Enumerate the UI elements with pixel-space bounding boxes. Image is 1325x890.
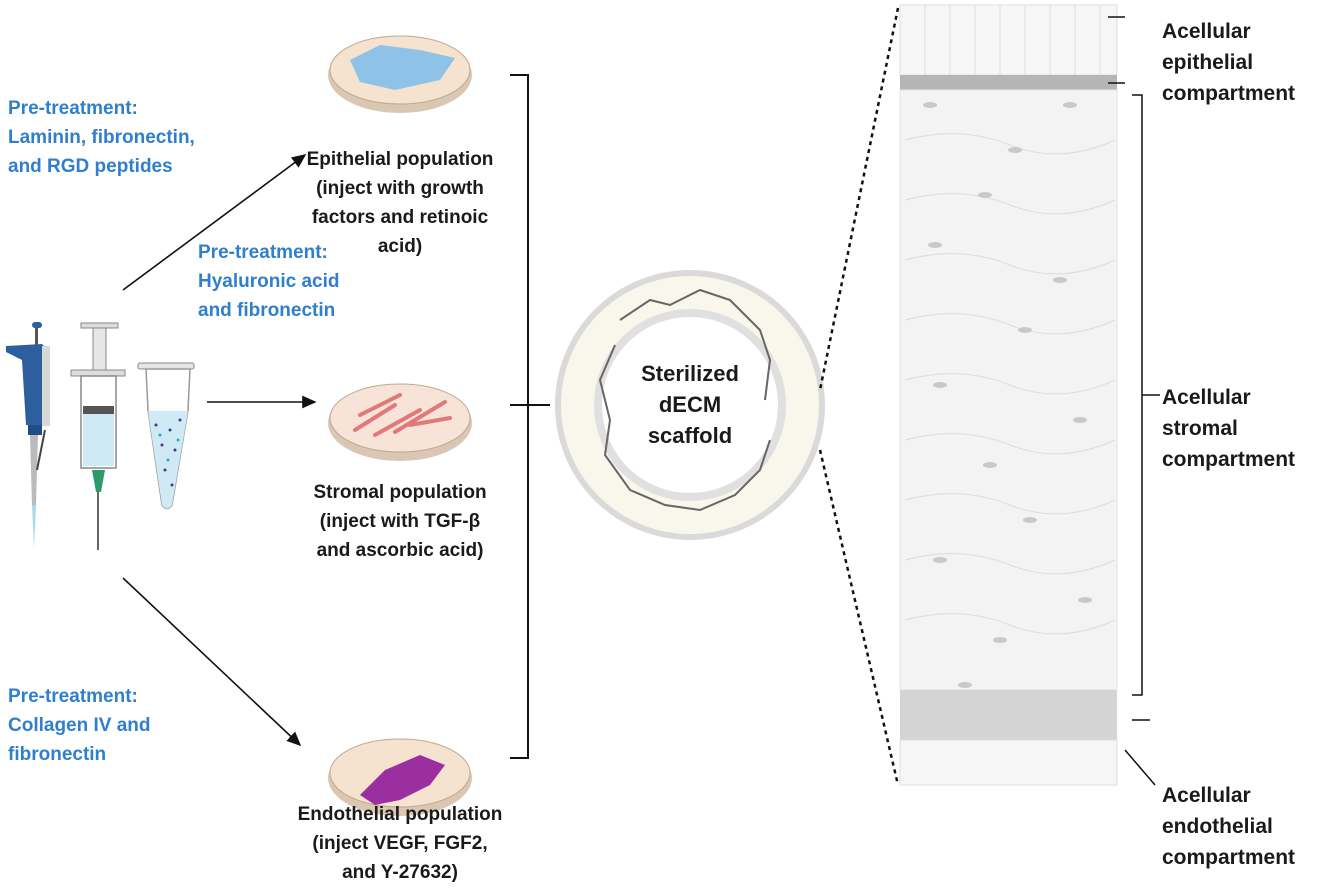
text-line: Acellular bbox=[1162, 784, 1251, 807]
text-line: Acellular bbox=[1162, 386, 1251, 409]
epithelial-compartment-label: Acellular epithelial compartment bbox=[1162, 16, 1295, 109]
text-line: Acellular bbox=[1162, 20, 1251, 43]
syringe-icon bbox=[70, 322, 126, 550]
text-line: Epithelial population bbox=[306, 149, 494, 170]
text-line: Pre-treatment: bbox=[198, 242, 328, 263]
compartment-brackets bbox=[1108, 16, 1160, 786]
microtube-icon bbox=[137, 362, 195, 510]
text-line: factors and retinoic bbox=[311, 207, 489, 228]
text-line: compartment bbox=[1162, 448, 1296, 471]
text-line: and RGD peptides bbox=[8, 156, 173, 177]
pretreatment-epithelial: Pre-treatment: Laminin, fibronectin, and R… bbox=[8, 94, 195, 181]
pipette-icon bbox=[6, 322, 50, 548]
text-line: (inject with TGF-β bbox=[319, 511, 481, 532]
epithelial-dish-icon bbox=[328, 35, 472, 113]
text-line: epithelial bbox=[1162, 51, 1254, 74]
zoom-line-top bbox=[818, 7, 900, 391]
endothelial-compartment-label: Acellular endothelial compartment bbox=[1162, 780, 1295, 873]
zoom-line-bottom bbox=[818, 449, 900, 786]
scaffold-ring-icon bbox=[555, 270, 825, 540]
text-line: dECM bbox=[658, 392, 722, 417]
text-line: and ascorbic acid) bbox=[316, 540, 484, 561]
stromal-dish-icon bbox=[328, 383, 472, 461]
text-line: endothelial bbox=[1162, 815, 1273, 838]
endothelial-dish-icon bbox=[328, 738, 472, 816]
text-line: compartment bbox=[1162, 846, 1296, 869]
text-line: Stromal population bbox=[313, 482, 487, 503]
endothelial-population-label: Endothelial population (inject VEGF, FGF2… bbox=[280, 800, 520, 887]
text-line: (inject with growth bbox=[316, 178, 484, 199]
text-line: compartment bbox=[1162, 82, 1296, 105]
text-line: Pre-treatment: bbox=[8, 98, 138, 119]
text-line: Sterilized bbox=[641, 361, 739, 386]
arrow-to-epithelial bbox=[122, 154, 307, 291]
arrow-to-endothelial bbox=[122, 577, 302, 747]
text-line: Hyaluronic acid bbox=[198, 271, 340, 292]
text-line: Collagen IV and bbox=[8, 715, 151, 736]
text-line: (inject VEGF, FGF2, bbox=[312, 833, 488, 854]
text-line: and Y-27632) bbox=[342, 862, 458, 883]
text-line: and fibronectin bbox=[198, 300, 336, 321]
text-line: Endothelial population bbox=[297, 804, 503, 825]
text-line: Pre-treatment: bbox=[8, 686, 138, 707]
text-line: stromal bbox=[1162, 417, 1238, 440]
text-line: Laminin, fibronectin, bbox=[8, 127, 195, 148]
text-line: fibronectin bbox=[8, 744, 107, 765]
stromal-population-label: Stromal population (inject with TGF-β and … bbox=[290, 478, 510, 565]
pretreatment-endothelial: Pre-treatment: Collagen IV and fibronectin bbox=[8, 682, 151, 769]
text-line: scaffold bbox=[647, 423, 733, 448]
epithelial-population-label: Epithelial population (inject with growth… bbox=[290, 145, 510, 261]
tissue-cross-section bbox=[899, 4, 1118, 786]
scaffold-label: Sterilized dECM scaffold bbox=[610, 358, 770, 451]
text-line: acid) bbox=[377, 236, 423, 257]
pretreatment-stromal: Pre-treatment: Hyaluronic acid and fibrone… bbox=[198, 238, 340, 325]
stromal-compartment-label: Acellular stromal compartment bbox=[1162, 382, 1295, 475]
population-bracket bbox=[510, 74, 550, 759]
